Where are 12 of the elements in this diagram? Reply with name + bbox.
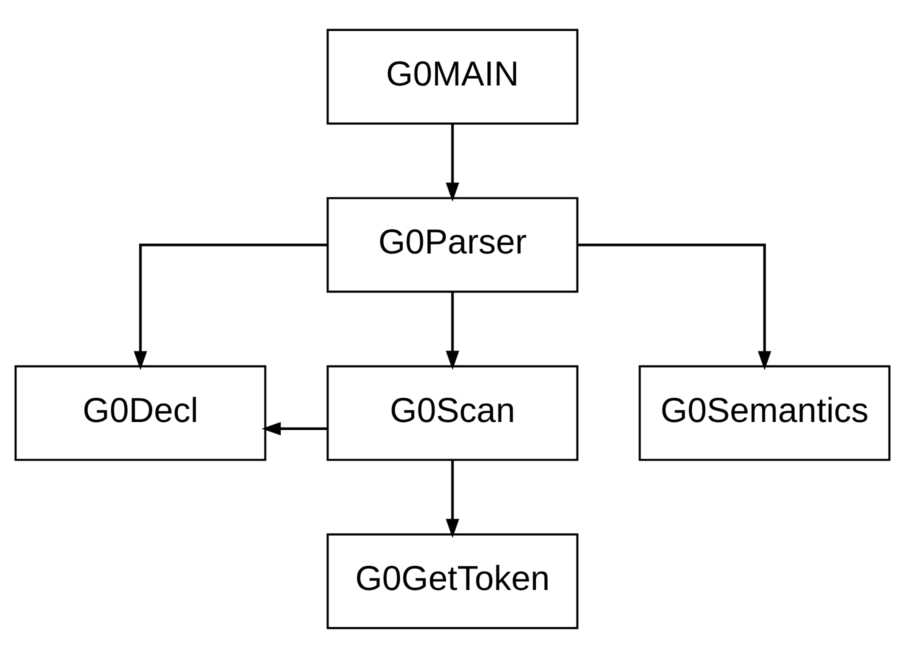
node-box: G0Semantics (638, 364, 890, 460)
node-box: G0GetToken (326, 532, 578, 629)
node-box: G0Decl (14, 364, 266, 460)
node-box: G0Scan (326, 364, 578, 460)
arrow (446, 123, 460, 202)
node-box: G0Parser (326, 196, 578, 292)
arrow (446, 459, 460, 538)
arrow (134, 243, 328, 370)
arrow (578, 243, 772, 370)
arrow (446, 291, 460, 370)
arrow (262, 422, 328, 435)
node-box: G0MAIN (326, 28, 578, 124)
